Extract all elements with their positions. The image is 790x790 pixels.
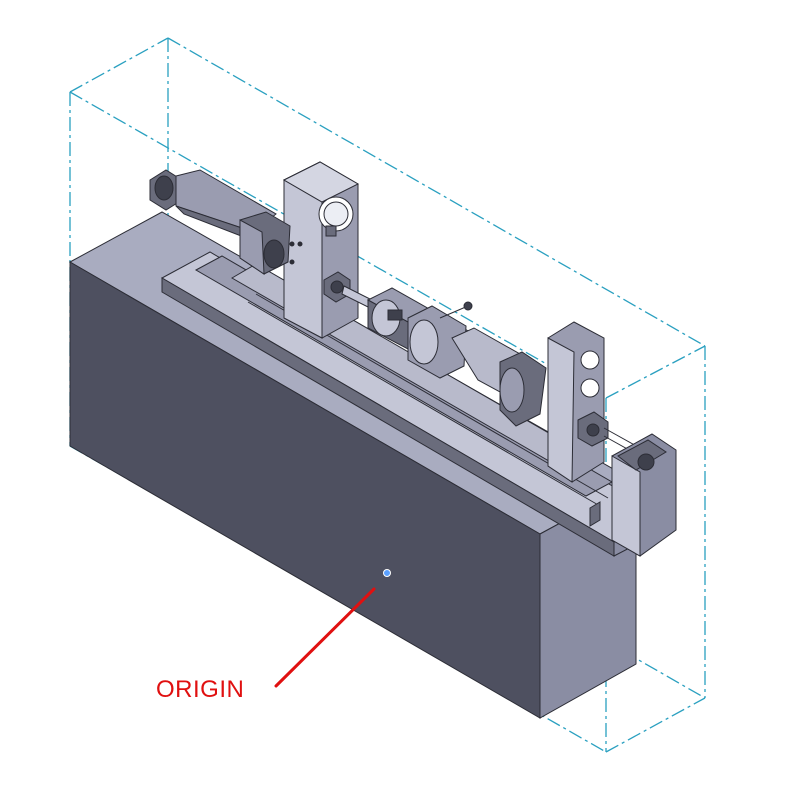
origin-pointer-line xyxy=(274,587,376,688)
right-bracket xyxy=(547,321,641,483)
end-stop xyxy=(589,433,677,557)
left-cylinder xyxy=(149,169,291,275)
origin-marker xyxy=(383,569,391,577)
origin-label: ORIGIN xyxy=(156,676,244,703)
left-bracket xyxy=(282,161,360,339)
right-cylinder xyxy=(341,285,547,427)
